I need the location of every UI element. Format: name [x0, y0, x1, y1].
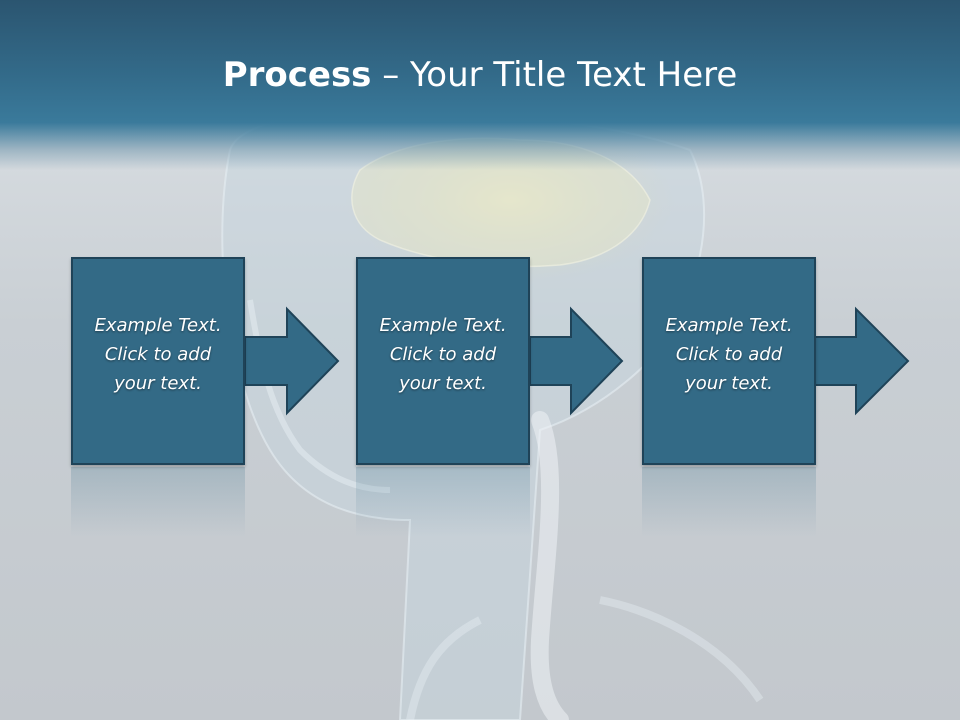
step-3-text[interactable]: Example Text. Click to add your text. — [644, 311, 814, 398]
step-2-line-3: your text. — [399, 373, 487, 394]
title-bar — [0, 0, 960, 170]
arrow-1 — [244, 306, 340, 416]
step-3-line-3: your text. — [685, 373, 773, 394]
step-2-text[interactable]: Example Text. Click to add your text. — [358, 311, 528, 398]
step-2-line-1: Example Text. — [379, 315, 507, 336]
step-1-text[interactable]: Example Text. Click to add your text. — [73, 311, 243, 398]
step-1-line-2: Click to add — [104, 344, 212, 365]
title-rest: – Your Title Text Here — [371, 55, 738, 95]
step-2-line-2: Click to add — [389, 344, 497, 365]
arrow-2 — [529, 306, 624, 416]
step-3-reflection — [642, 467, 816, 537]
step-2-reflection — [356, 467, 530, 537]
step-3-line-1: Example Text. — [665, 315, 793, 336]
step-3-box[interactable]: Example Text. Click to add your text. — [642, 257, 816, 465]
step-2-box[interactable]: Example Text. Click to add your text. — [356, 257, 530, 465]
arrow-3 — [814, 306, 910, 416]
step-1-box[interactable]: Example Text. Click to add your text. — [71, 257, 245, 465]
slide-title: Process – Your Title Text Here — [0, 52, 960, 98]
step-1-line-1: Example Text. — [94, 315, 222, 336]
title-bold-part: Process — [222, 55, 372, 95]
step-1-reflection — [71, 467, 245, 537]
step-1-line-3: your text. — [114, 373, 202, 394]
step-3-line-2: Click to add — [675, 344, 783, 365]
